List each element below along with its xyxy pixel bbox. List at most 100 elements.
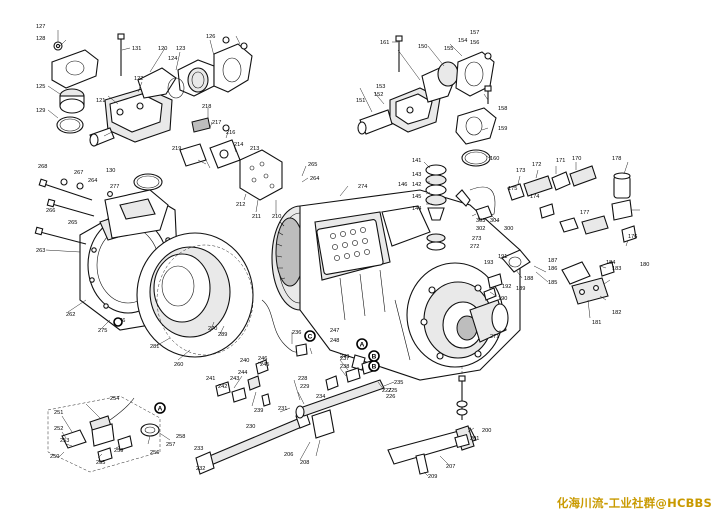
part-label: 247 (330, 328, 339, 334)
part-label: 237 (340, 356, 349, 362)
part-label: 229 (300, 384, 309, 390)
part-label: 258 (176, 434, 185, 440)
part-label: 241 (206, 376, 215, 382)
part-label: 236 (292, 330, 301, 336)
part-label: 130 (106, 168, 115, 174)
part-label: 180 (640, 262, 649, 268)
part-label: 192 (502, 284, 511, 290)
part-label: 260 (174, 362, 183, 368)
part-label: 201 (470, 436, 479, 442)
part-label: 178 (612, 156, 621, 162)
part-labels: 127 128 131 126 125 123 121 122 130 124 … (36, 24, 649, 480)
part-label: 254 (110, 396, 119, 402)
part-label: 171 (556, 158, 565, 164)
part-label: 120 (158, 46, 167, 52)
callout-b-upper: B (372, 353, 377, 360)
sensor-group (179, 117, 283, 201)
callout-a-center: A (360, 341, 365, 348)
part-label: 122 (134, 76, 143, 82)
solenoid-group (507, 165, 637, 243)
part-label: 248 (330, 338, 339, 344)
part-label: 252 (54, 426, 63, 432)
part-label: 156 (470, 40, 479, 46)
part-label: 219 (172, 146, 181, 152)
sensor-right (483, 249, 615, 305)
part-label: 244 (238, 370, 247, 376)
part-label: 242 (218, 384, 227, 390)
part-label: 257 (166, 442, 175, 448)
part-label: 235 (394, 380, 403, 386)
part-label: 268 (38, 164, 47, 170)
part-label: 228 (298, 376, 307, 382)
bottom-bracket (387, 366, 477, 475)
part-label: 184 (606, 260, 615, 266)
part-label: 262 (66, 312, 75, 318)
part-label: 160 (490, 156, 499, 162)
callout-a-bottom-left: A (158, 405, 163, 412)
part-label: 173 (516, 168, 525, 174)
callout-markers: A C A B B (113, 317, 380, 414)
part-label: 264 (310, 176, 319, 182)
part-label: 188 (524, 276, 533, 282)
part-label: 185 (548, 280, 557, 286)
part-label: 251 (54, 410, 63, 416)
part-label: 176 (628, 234, 637, 240)
part-label: 271 (490, 334, 499, 340)
part-label: 259 (114, 448, 123, 454)
part-label: 289 (218, 332, 227, 338)
part-label: 274 (358, 184, 367, 190)
flywheel-cover (136, 232, 254, 358)
part-label: 174 (530, 194, 539, 200)
part-label: 226 (386, 394, 395, 400)
part-label: 304 (490, 218, 499, 224)
part-label: 181 (592, 320, 601, 326)
part-label: 275 (98, 328, 107, 334)
watermark-text: 化海川流-工业社群@HCBBS (556, 496, 712, 510)
part-label: 208 (300, 460, 309, 466)
part-label: 227 (382, 388, 391, 394)
part-label: 231 (278, 406, 287, 412)
part-label: 200 (482, 428, 491, 434)
part-label: 232 (196, 466, 205, 472)
part-label: 142 (412, 182, 421, 188)
part-label: 300 (504, 226, 513, 232)
part-label: 206 (284, 452, 293, 458)
part-label: 128 (36, 36, 45, 42)
part-label: 255 (96, 460, 105, 466)
part-label: 143 (412, 172, 421, 178)
fittings-group (215, 359, 271, 407)
part-label: 190 (498, 296, 507, 302)
part-label: 273 (472, 236, 481, 242)
part-label: 159 (498, 126, 507, 132)
part-label: 187 (548, 258, 557, 264)
part-label: 234 (316, 394, 325, 400)
part-label: 144 (412, 206, 421, 212)
part-label: 214 (234, 142, 243, 148)
part-label: 250 (50, 454, 59, 460)
part-label: 267 (74, 170, 83, 176)
part-label: 154 (458, 38, 467, 44)
part-label: 131 (132, 46, 141, 52)
part-label: 182 (612, 310, 621, 316)
pump-assembly-top-left (51, 33, 253, 191)
part-label: 193 (484, 260, 493, 266)
part-label: 125 (36, 84, 45, 90)
part-label: 123 (176, 46, 185, 52)
part-label: 302 (476, 226, 485, 232)
part-label: 152 (374, 92, 383, 98)
part-label: 213 (250, 146, 259, 152)
part-label: 245 (260, 362, 269, 368)
speed-sensor-assembly (47, 395, 161, 473)
part-label: 243 (230, 376, 239, 382)
part-label: 253 (60, 438, 69, 444)
cover-assembly-top-right (357, 35, 497, 167)
part-label: 151 (356, 98, 365, 104)
part-label: 270 (208, 326, 217, 332)
part-label: 240 (240, 358, 249, 364)
part-label: 191 (498, 254, 507, 260)
part-label: 281 (150, 344, 159, 350)
part-label: 265 (308, 162, 317, 168)
part-label: 126 (206, 34, 215, 40)
part-label: 129 (36, 108, 45, 114)
part-label: 124 (168, 56, 177, 62)
